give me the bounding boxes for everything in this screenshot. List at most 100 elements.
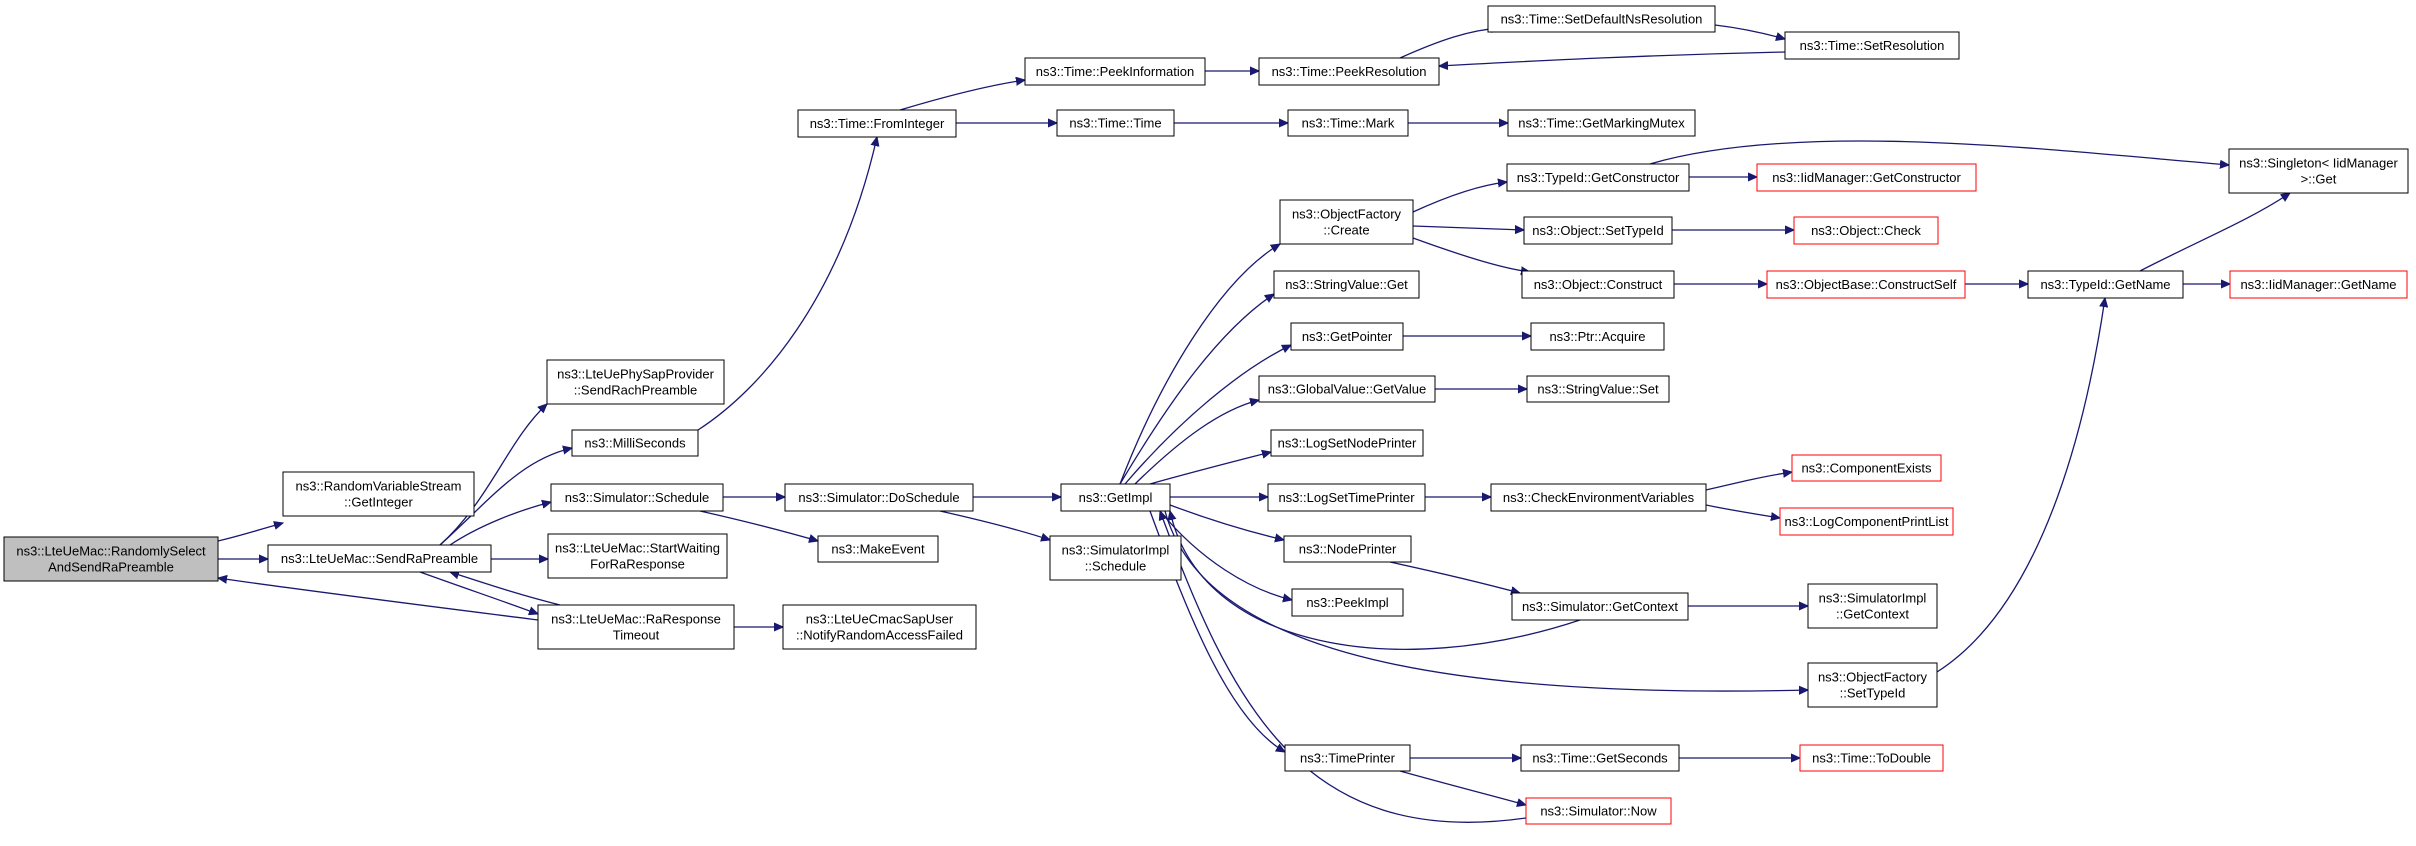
node-logsetnodeprinter[interactable]: ns3::LogSetNodePrinter xyxy=(1270,429,1424,457)
node-label: ns3::IidManager::GetName xyxy=(2240,277,2396,292)
edge-sim_getcontext-to-getimpl xyxy=(1170,511,1581,650)
node-componentexists[interactable]: ns3::ComponentExists xyxy=(1791,454,1942,482)
node-gv_getvalue[interactable]: ns3::GlobalValue::GetValue xyxy=(1258,375,1436,403)
node-stringvalue_get[interactable]: ns3::StringValue::Get xyxy=(1273,270,1420,299)
edge-checkenv-to-componentexists xyxy=(1705,472,1792,491)
node-typeid_getconstructor[interactable]: ns3::TypeId::GetConstructor xyxy=(1506,163,1690,192)
node-timetime[interactable]: ns3::Time::Time xyxy=(1056,109,1175,137)
node-root[interactable]: ns3::LteUeMac::RandomlySelectAndSendRaPr… xyxy=(3,536,219,582)
node-label: ns3::Time::GetSeconds xyxy=(1532,751,1668,766)
edge-getimpl-to-of_settypeid xyxy=(1164,510,1808,691)
node-sim_schedule[interactable]: ns3::Simulator::Schedule xyxy=(550,483,724,512)
node-label: ns3::ObjectBase::ConstructSelf xyxy=(1776,277,1957,292)
node-time_getseconds[interactable]: ns3::Time::GetSeconds xyxy=(1520,744,1680,772)
node-checkenv[interactable]: ns3::CheckEnvironmentVariables xyxy=(1490,483,1707,512)
node-simimpl_schedule[interactable]: ns3::SimulatorImpl::Schedule xyxy=(1049,535,1182,581)
node-objbase_constructself[interactable]: ns3::ObjectBase::ConstructSelf xyxy=(1766,270,1966,299)
node-sim_getcontext[interactable]: ns3::Simulator::GetContext xyxy=(1511,592,1689,621)
node-iid_getconstructor[interactable]: ns3::IidManager::GetConstructor xyxy=(1756,163,1977,192)
edge-raresponse-to-root xyxy=(218,578,539,621)
node-fromint[interactable]: ns3::Time::FromInteger xyxy=(797,109,957,138)
node-box xyxy=(1779,507,1954,536)
node-peekres[interactable]: ns3::Time::PeekResolution xyxy=(1258,57,1440,86)
node-box xyxy=(550,483,724,512)
node-label: ::GetInteger xyxy=(344,495,413,510)
node-label: ns3::LogComponentPrintList xyxy=(1784,514,1948,529)
node-box xyxy=(1791,454,1942,482)
node-label: ns3::Simulator::Schedule xyxy=(565,490,710,505)
node-logcomponentprintlist[interactable]: ns3::LogComponentPrintList xyxy=(1779,507,1954,536)
node-stringvalue_set[interactable]: ns3::StringValue::Set xyxy=(1526,375,1670,403)
node-of_create[interactable]: ns3::ObjectFactory::Create xyxy=(1279,199,1414,245)
edge-sim_schedule-to-makeevent xyxy=(699,510,818,541)
node-getimpl[interactable]: ns3::GetImpl xyxy=(1060,483,1171,512)
node-box xyxy=(782,604,977,650)
node-markingmutex[interactable]: ns3::Time::GetMarkingMutex xyxy=(1507,109,1696,137)
node-phy_sendrach[interactable]: ns3::LteUePhySapProvider::SendRachPreamb… xyxy=(546,359,725,405)
node-label: ::Create xyxy=(1323,223,1369,238)
node-setdefaultns[interactable]: ns3::Time::SetDefaultNsResolution xyxy=(1487,5,1716,33)
node-peekinfo[interactable]: ns3::Time::PeekInformation xyxy=(1024,57,1206,86)
node-box xyxy=(1511,592,1689,621)
node-label: ns3::Singleton< IidManager xyxy=(2239,156,2398,171)
node-box xyxy=(547,533,728,579)
node-label: ns3::SimulatorImpl xyxy=(1819,591,1927,606)
node-milliseconds[interactable]: ns3::MilliSeconds xyxy=(571,429,699,457)
node-simimpl_getcontext[interactable]: ns3::SimulatorImpl::GetContext xyxy=(1807,583,1938,629)
node-box xyxy=(1284,744,1411,772)
node-box xyxy=(1784,31,1960,60)
node-typeid_getname[interactable]: ns3::TypeId::GetName xyxy=(2027,270,2184,299)
node-label: ns3::Object::Construct xyxy=(1534,277,1663,292)
node-box xyxy=(797,109,957,138)
node-makeevent[interactable]: ns3::MakeEvent xyxy=(817,535,939,563)
node-label: ns3::Time::Time xyxy=(1069,116,1161,131)
node-notifyrafailed[interactable]: ns3::LteUeCmacSapUser::NotifyRandomAcces… xyxy=(782,604,977,650)
node-obj_settypeid[interactable]: ns3::Object::SetTypeId xyxy=(1523,216,1673,245)
node-timeprinter[interactable]: ns3::TimePrinter xyxy=(1284,744,1411,772)
node-time_todouble[interactable]: ns3::Time::ToDouble xyxy=(1799,744,1944,772)
node-label: ns3::LteUeCmacSapUser xyxy=(806,612,954,627)
node-box xyxy=(1506,163,1690,192)
node-sendrapreamble[interactable]: ns3::LteUeMac::SendRaPreamble xyxy=(267,544,492,573)
node-box xyxy=(1521,270,1675,299)
edge-typeid_getconstructor-to-singleton_get xyxy=(1649,140,2229,165)
node-obj_check[interactable]: ns3::Object::Check xyxy=(1793,216,1939,245)
node-label: ::NotifyRandomAccessFailed xyxy=(796,628,963,643)
node-box xyxy=(1056,109,1175,137)
edge-getimpl-to-getpointer xyxy=(1124,344,1291,485)
node-obj_construct[interactable]: ns3::Object::Construct xyxy=(1521,270,1675,299)
node-getpointer[interactable]: ns3::GetPointer xyxy=(1290,322,1404,351)
node-ptr_acquire[interactable]: ns3::Ptr::Acquire xyxy=(1530,322,1665,351)
node-box xyxy=(2027,270,2184,299)
node-rvs_getinteger[interactable]: ns3::RandomVariableStream::GetInteger xyxy=(282,471,475,517)
edge-typeid_getname-to-singleton_get xyxy=(2139,193,2290,272)
node-peekimpl[interactable]: ns3::PeekImpl xyxy=(1291,588,1404,617)
node-sim_now[interactable]: ns3::Simulator::Now xyxy=(1525,797,1672,825)
node-doschedule[interactable]: ns3::Simulator::DoSchedule xyxy=(784,483,974,512)
node-singleton_get[interactable]: ns3::Singleton< IidManager >::Get xyxy=(2228,148,2409,194)
node-of_settypeid[interactable]: ns3::ObjectFactory::SetTypeId xyxy=(1807,662,1938,708)
node-setres[interactable]: ns3::Time::SetResolution xyxy=(1784,31,1960,60)
node-logsettimeprinter[interactable]: ns3::LogSetTimePrinter xyxy=(1267,483,1426,512)
edge-checkenv-to-logcomponentprintlist xyxy=(1705,504,1780,518)
node-mark[interactable]: ns3::Time::Mark xyxy=(1287,109,1409,137)
edge-of_create-to-obj_construct xyxy=(1412,237,1530,272)
node-box xyxy=(817,535,939,563)
node-label: ns3::Object::Check xyxy=(1811,223,1921,238)
node-iid_getname[interactable]: ns3::IidManager::GetName xyxy=(2229,270,2408,299)
node-label: ns3::StringValue::Get xyxy=(1285,277,1408,292)
node-label: ForRaResponse xyxy=(590,557,685,572)
node-label: >::Get xyxy=(2301,172,2337,187)
node-nodeprinter[interactable]: ns3::NodePrinter xyxy=(1283,535,1412,563)
node-label: ns3::Time::SetDefaultNsResolution xyxy=(1501,12,1703,27)
node-label: ns3::Time::SetResolution xyxy=(1800,38,1945,53)
node-label: ns3::Simulator::DoSchedule xyxy=(798,490,959,505)
node-box xyxy=(1287,109,1409,137)
node-label: ns3::LogSetNodePrinter xyxy=(1278,436,1417,451)
node-label: Timeout xyxy=(613,628,660,643)
node-box xyxy=(1049,535,1182,581)
node-box xyxy=(1258,375,1436,403)
